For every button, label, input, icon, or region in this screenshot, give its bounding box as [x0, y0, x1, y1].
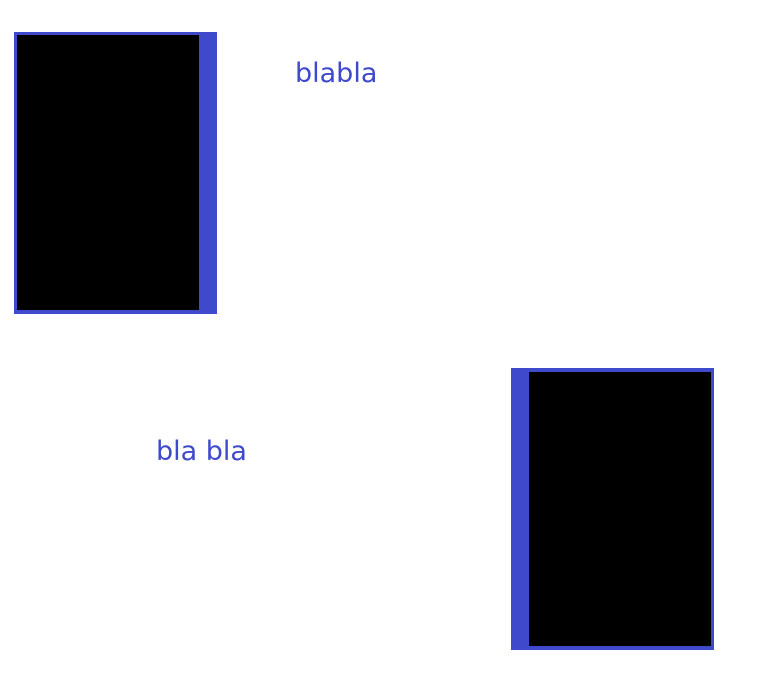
caption-top: blabla — [295, 58, 378, 89]
image-card-top — [14, 32, 217, 314]
image-card-top-panel — [17, 35, 199, 310]
caption-bottom: bla bla — [156, 436, 247, 467]
image-card-bottom — [511, 368, 714, 650]
image-card-bottom-panel — [529, 372, 711, 646]
